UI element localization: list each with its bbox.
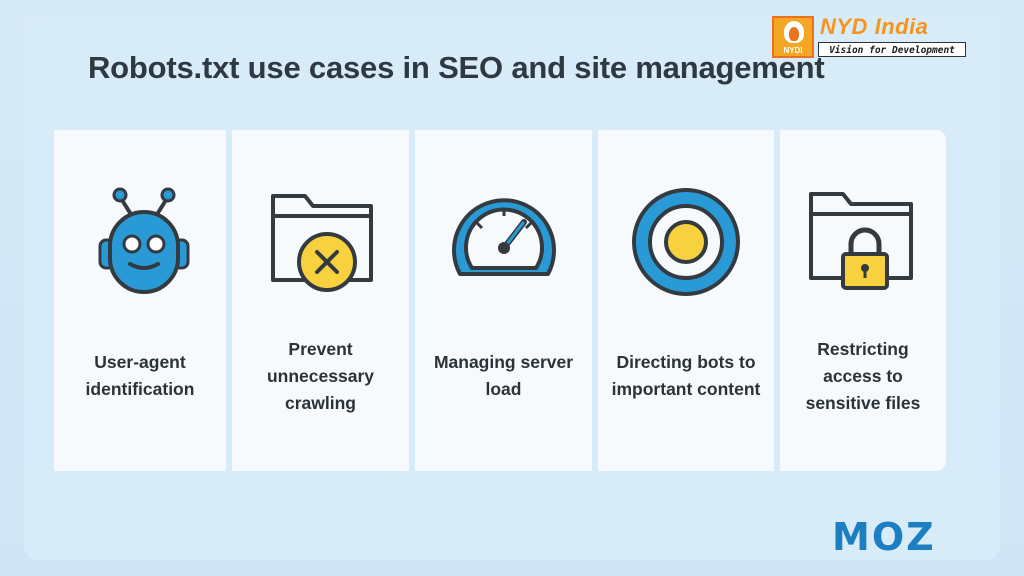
logo-mark-text: NYDI: [783, 46, 803, 55]
use-case-cards: User-agent identification Prevent unnece…: [54, 130, 946, 471]
logo-tagline: Vision for Development: [818, 42, 966, 57]
folder-x-icon: [270, 194, 373, 292]
speedometer-icon: [451, 198, 556, 276]
card-server-load: Managing server load: [415, 130, 592, 471]
card-label: Directing bots to important content: [611, 352, 761, 399]
logo-name-nyd: NYD: [820, 14, 868, 39]
card-restricting-access: Restricting access to sensitive files: [780, 130, 946, 471]
nyd-india-logo: NYDI NYD India Vision for Development: [772, 14, 968, 60]
target-icon: [632, 188, 740, 296]
page-title: Robots.txt use cases in SEO and site man…: [88, 50, 825, 85]
robot-icon: [98, 187, 190, 294]
card-user-agent: User-agent identification: [54, 130, 226, 471]
card-label: Managing server load: [433, 352, 574, 399]
moz-logo: MOZ: [832, 515, 936, 559]
card-directing-bots: Directing bots to important content: [598, 130, 774, 471]
card-label: Prevent unnecessary crawling: [266, 338, 374, 413]
card-label: Restricting access to sensitive files: [805, 338, 921, 413]
card-label: User-agent identification: [85, 352, 195, 399]
logo-name: NYD India: [820, 14, 928, 40]
card-prevent-crawling: Prevent unnecessary crawling: [232, 130, 409, 471]
logo-name-india: India: [874, 14, 929, 39]
nyd-logo-mark-icon: NYDI: [772, 16, 814, 58]
folder-lock-icon: [809, 192, 913, 290]
